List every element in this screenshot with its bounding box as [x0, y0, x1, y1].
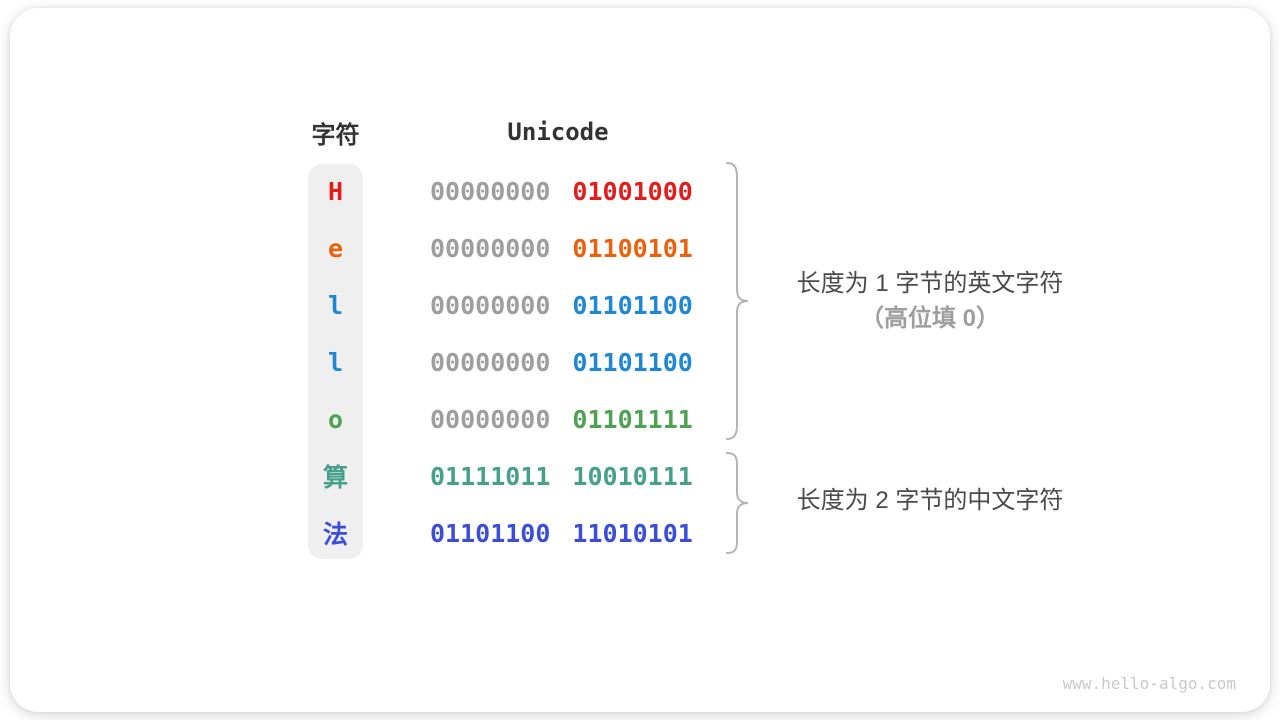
annotation-english-chars: 长度为 1 字节的英文字符 （高位填 0）: [765, 266, 1095, 336]
unicode-low-byte: 11010101: [572, 518, 693, 548]
annotation-chinese-chars: 长度为 2 字节的中文字符: [765, 483, 1095, 518]
character-cell: 算: [322, 463, 348, 492]
unicode-binary-cell: 00000000 01101111: [430, 403, 693, 435]
unicode-high-byte: 01111011: [430, 461, 551, 491]
table-row: l 00000000 01101100: [0, 289, 1280, 321]
unicode-high-byte: 00000000: [430, 233, 551, 263]
table-row: H 00000000 01001000: [0, 175, 1280, 207]
unicode-high-byte: 00000000: [430, 404, 551, 434]
unicode-high-byte: 00000000: [430, 347, 551, 377]
unicode-low-byte: 01100101: [572, 233, 693, 263]
table-row: e 00000000 01100101: [0, 232, 1280, 264]
unicode-binary-cell: 01111011 10010111: [430, 460, 693, 492]
unicode-low-byte: 01101100: [572, 347, 693, 377]
brace-english-group: [726, 162, 749, 440]
character-cell: l: [327, 290, 344, 320]
unicode-high-byte: 00000000: [430, 290, 551, 320]
unicode-binary-cell: 01101100 11010101: [430, 517, 693, 549]
unicode-low-byte: 01101100: [572, 290, 693, 320]
column-header-unicode: Unicode: [507, 118, 609, 146]
unicode-low-byte: 01101111: [572, 404, 693, 434]
unicode-high-byte: 01101100: [430, 518, 551, 548]
character-column-background: [308, 164, 363, 559]
character-cell: e: [327, 233, 344, 263]
table-row: 算 01111011 10010111: [0, 460, 1280, 493]
column-header-character: 字符: [311, 121, 360, 149]
table-row: l 00000000 01101100: [0, 346, 1280, 378]
watermark-url: www.hello-algo.com: [1062, 674, 1236, 693]
character-cell: o: [327, 404, 344, 434]
unicode-low-byte: 10010111: [572, 461, 693, 491]
annotation-english-line2: （高位填 0）: [859, 305, 1000, 332]
character-cell: H: [327, 176, 344, 206]
unicode-binary-cell: 00000000 01100101: [430, 232, 693, 264]
unicode-binary-cell: 00000000 01101100: [430, 346, 693, 378]
character-cell: l: [327, 347, 344, 377]
annotation-english-line1: 长度为 1 字节的英文字符: [796, 270, 1064, 297]
unicode-high-byte: 00000000: [430, 176, 551, 206]
annotation-chinese-line1: 长度为 2 字节的中文字符: [796, 487, 1064, 514]
table-row: o 00000000 01101111: [0, 403, 1280, 435]
unicode-binary-cell: 00000000 01001000: [430, 175, 693, 207]
figure-card: [10, 8, 1270, 712]
character-cell: 法: [322, 520, 348, 549]
unicode-binary-cell: 00000000 01101100: [430, 289, 693, 321]
unicode-low-byte: 01001000: [572, 176, 693, 206]
brace-chinese-group: [726, 452, 749, 554]
table-row: 法 01101100 11010101: [0, 517, 1280, 550]
